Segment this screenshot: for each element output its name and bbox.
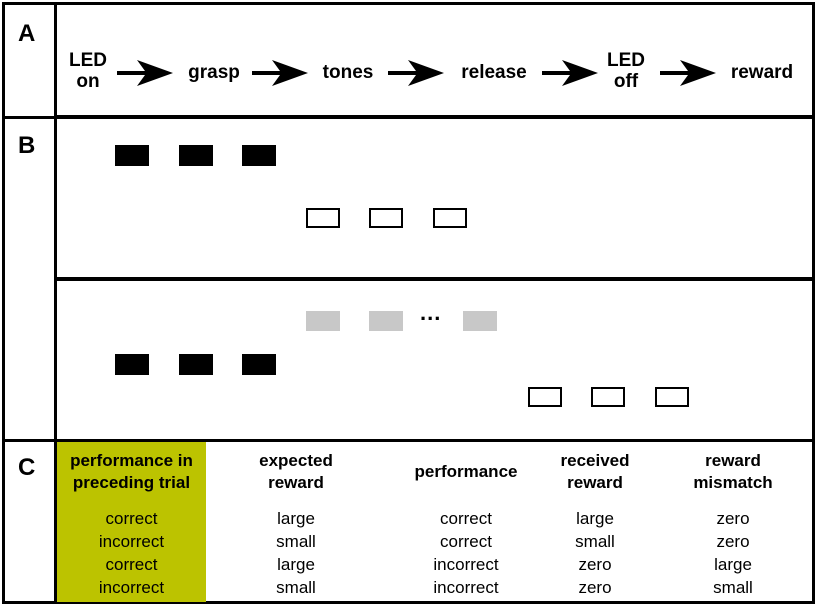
table-cell: incorrect (98, 532, 165, 551)
arrow-icon (542, 60, 598, 86)
flow-step-tones: tones (322, 62, 374, 83)
table-cell: correct (440, 509, 492, 528)
grey-tone-block (369, 311, 403, 331)
table-cell: large (714, 555, 752, 574)
table-cell: large (277, 509, 315, 528)
panel-label-c: C (18, 454, 36, 481)
led-on-block (179, 145, 213, 166)
table-cell: zero (578, 578, 612, 597)
ellipsis: ... (420, 300, 442, 325)
tone-block (306, 208, 340, 228)
led-on-block (242, 354, 276, 375)
led-on-block (115, 354, 149, 375)
table-cell: small (276, 532, 316, 551)
panel-b-upper-frame (54, 116, 815, 280)
tone-block (369, 208, 403, 228)
table-cell: incorrect (433, 555, 499, 574)
tone-block (433, 208, 467, 228)
panel-a-frame (54, 2, 815, 118)
table-cell: zero (716, 509, 750, 528)
table-cell: small (575, 532, 615, 551)
arrow-icon (252, 60, 308, 86)
arrow-icon (117, 60, 173, 86)
arrow-icon (388, 60, 444, 86)
led-on-block (115, 145, 149, 166)
highlight-column (57, 442, 206, 602)
tone-block (528, 387, 562, 407)
panel-label-a: A (18, 20, 36, 47)
table-cell: zero (716, 532, 750, 551)
table-cell: large (576, 509, 614, 528)
table-cell: correct (105, 509, 158, 528)
row-divider-c (2, 439, 815, 442)
column-performance: performance correct correct incorrect in… (396, 449, 536, 599)
table-cell: small (713, 578, 753, 597)
arrow-icon (660, 60, 716, 86)
grey-tone-block (463, 311, 497, 331)
row-divider-a (2, 116, 56, 119)
led-on-block (179, 354, 213, 375)
table-cell: zero (578, 555, 612, 574)
column-header: performance (414, 462, 518, 481)
table-cell: correct (105, 555, 158, 574)
table-cell: large (277, 555, 315, 574)
tone-block (591, 387, 625, 407)
grey-tone-block (306, 311, 340, 331)
table-cell: incorrect (98, 578, 165, 597)
panel-label-b: B (18, 132, 36, 159)
flow-step-release: release (461, 62, 527, 83)
table-cell: small (276, 578, 316, 597)
flow-step-grasp: grasp (188, 62, 240, 83)
led-on-block (242, 145, 276, 166)
left-column-divider (54, 2, 57, 604)
flow-step-reward: reward (730, 62, 794, 83)
table-cell: incorrect (433, 578, 499, 597)
table-cell: correct (440, 532, 492, 551)
tone-block (655, 387, 689, 407)
